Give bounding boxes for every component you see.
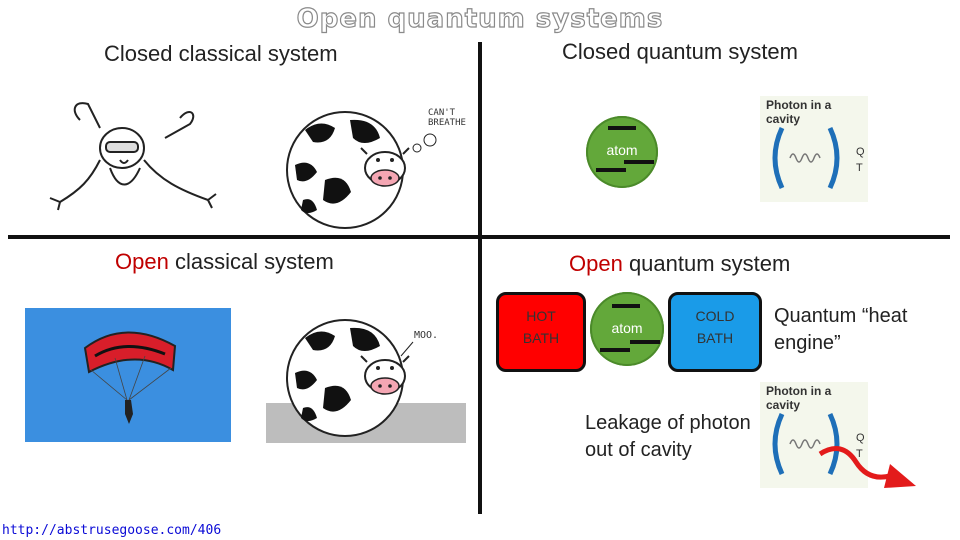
open-classical-label: Open classical system <box>115 249 334 275</box>
skydiver-illustration <box>49 102 217 211</box>
parachute-photo <box>25 308 231 442</box>
cow-thought-text: CAN'T BREATHE <box>428 108 466 128</box>
cavity-mirrors-icon <box>772 412 840 476</box>
vertical-divider <box>478 42 482 514</box>
energy-level-mid <box>624 160 654 164</box>
parachute-icon <box>83 331 177 424</box>
energy-level-lower <box>596 168 626 172</box>
horizontal-divider <box>8 235 950 239</box>
cavity-mirrors-icon <box>772 126 840 190</box>
energy-level-lower <box>600 348 630 352</box>
cow-speech-text: MOO. <box>414 330 439 341</box>
open-quantum-label: Open quantum system <box>569 251 790 277</box>
closed-quantum-label: Closed quantum system <box>562 39 798 64</box>
atom-label: atom <box>611 320 643 336</box>
energy-level-upper <box>612 304 640 308</box>
cold-bath-line1: COLD <box>695 308 735 324</box>
hot-bath-line2: BATH <box>522 330 560 346</box>
atom-open: atom <box>590 292 664 366</box>
cold-bath: COLD BATH <box>668 292 762 372</box>
energy-level-mid <box>630 340 660 344</box>
label-rest: classical system <box>168 249 334 274</box>
atom-closed: atom <box>586 116 658 188</box>
closed-classical-label: Closed classical system <box>104 41 338 66</box>
atom-label: atom <box>606 142 638 158</box>
cow-grounded-illustration <box>286 319 414 437</box>
cavity-header: Photon in a cavity <box>766 384 832 412</box>
energy-level-upper <box>608 126 636 130</box>
hot-bath-line1: HOT <box>526 308 556 324</box>
label-rest: quantum system <box>622 251 791 276</box>
cold-bath-line2: BATH <box>696 330 734 346</box>
cavity-header: Photon in a cavity <box>766 98 832 126</box>
leakage-arrow-icon <box>818 446 916 488</box>
cow-floating-illustration <box>286 111 437 229</box>
open-accent: Open <box>115 249 169 274</box>
hot-bath: HOT BATH <box>496 292 586 372</box>
source-url-link[interactable]: http://abstrusegoose.com/406 <box>2 523 222 538</box>
open-accent: Open <box>569 251 623 276</box>
page-title: Open quantum systems <box>296 3 664 34</box>
